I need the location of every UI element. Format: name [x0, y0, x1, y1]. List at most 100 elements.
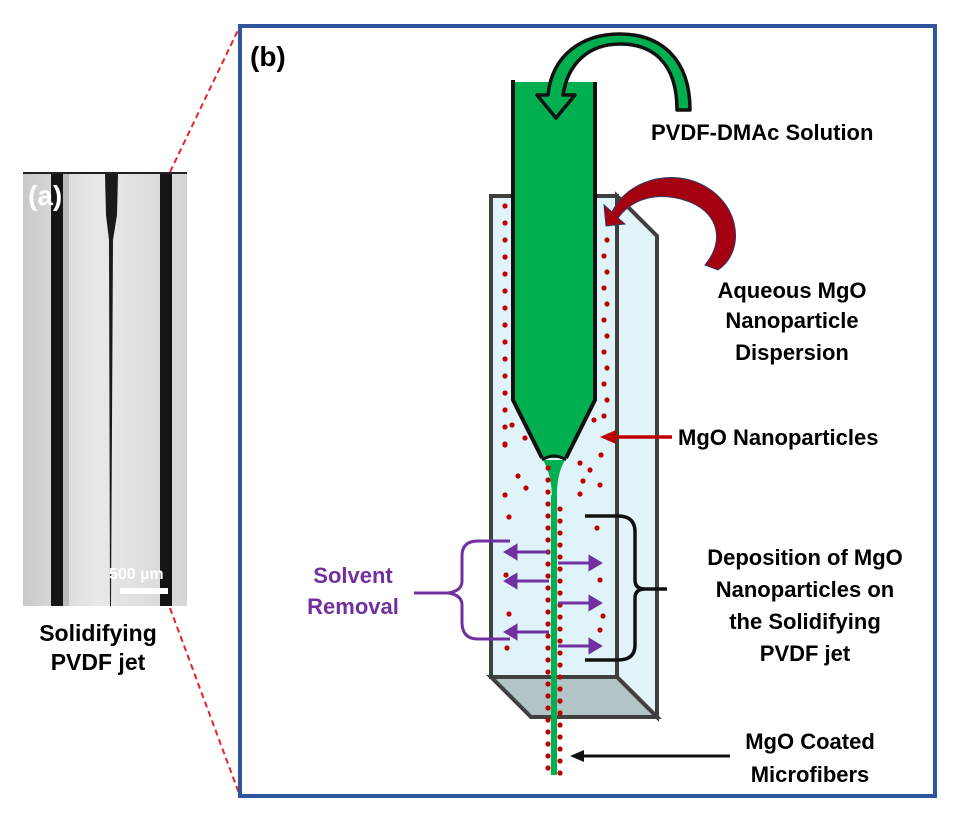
solvent-arrowhead-left-1	[503, 543, 518, 561]
solvent-arrowhead-right-1	[588, 554, 603, 572]
nanoparticle-dot	[604, 301, 610, 307]
nanoparticle-dot	[502, 424, 508, 430]
label-solvent-line-2: Removal	[307, 594, 399, 619]
nanoparticle-dot	[545, 753, 551, 759]
deposition-brace	[585, 514, 667, 662]
nanoparticle-dot	[502, 305, 508, 311]
nanoparticle-dot	[597, 627, 603, 633]
panel-a-label: (a)	[28, 180, 62, 211]
panel-b-label: (b)	[250, 41, 286, 72]
nanoparticle-dot	[557, 638, 563, 644]
nanoparticle-dot	[600, 613, 606, 619]
nanoparticles-pointer-arrowhead	[600, 430, 616, 444]
nanoparticle-dot	[597, 482, 603, 488]
nanoparticle-dot	[545, 477, 551, 483]
nanoparticle-dot	[557, 674, 563, 680]
nanoparticle-dot	[545, 657, 551, 663]
nanoparticle-dot	[557, 554, 563, 560]
nanoparticle-dot	[545, 633, 551, 639]
nanoparticle-dot	[502, 220, 508, 226]
nanoparticle-dot	[545, 501, 551, 507]
nanoparticle-dot	[506, 611, 512, 617]
nanoparticle-dot	[580, 478, 586, 484]
nanoparticle-dot	[545, 621, 551, 627]
nanoparticle-dot	[545, 741, 551, 747]
nanoparticle-dot	[557, 770, 563, 776]
solvent-removal-brace	[414, 539, 510, 641]
nanoparticle-dot	[557, 566, 563, 572]
nanoparticle-dot	[502, 356, 508, 362]
micrograph-image	[23, 173, 187, 606]
nanoparticle-dot	[601, 285, 607, 291]
nanoparticle-dot	[594, 525, 600, 531]
dispersion-arrow-icon	[603, 177, 736, 271]
nanoparticle-dot	[597, 577, 603, 583]
nanoparticle-dot	[557, 590, 563, 596]
nanoparticle-dot	[557, 746, 563, 752]
nanoparticle-dot	[557, 686, 563, 692]
nanoparticle-dot	[502, 322, 508, 328]
label-nanoparticles: MgO Nanoparticles	[678, 425, 878, 450]
nanoparticle-dot	[545, 525, 551, 531]
label-dispersion-line-2: Nanoparticle	[725, 308, 858, 333]
nanoparticle-dot	[577, 491, 583, 497]
nanoparticle-dot	[604, 237, 610, 243]
nanoparticle-dot	[545, 717, 551, 723]
nanoparticle-dot	[545, 537, 551, 543]
pvdf-nozzle	[511, 80, 597, 775]
solvent-arrowhead-left-3	[503, 623, 518, 641]
nanoparticle-dot	[557, 506, 563, 512]
caption-line-1: Solidifying	[39, 620, 157, 646]
nanoparticle-dot	[557, 530, 563, 536]
nanoparticle-dot	[545, 489, 551, 495]
nanoparticle-dot	[503, 572, 509, 578]
nanoparticle-dot	[502, 203, 508, 209]
scale-bar-label: 500 µm	[109, 566, 164, 583]
nanoparticle-dot	[604, 397, 610, 403]
nanoparticles	[502, 203, 610, 776]
nanoparticle-dot	[502, 271, 508, 277]
nozzle-body	[513, 82, 595, 458]
nanoparticle-dot	[601, 413, 607, 419]
nanoparticle-dot	[545, 561, 551, 567]
nanoparticle-dot	[545, 645, 551, 651]
label-pvdf-solution: PVDF-DMAc Solution	[651, 120, 873, 145]
nanoparticle-dot	[502, 237, 508, 243]
nozzle-tip	[105, 174, 118, 606]
nanoparticle-dot	[502, 492, 508, 498]
nanoparticle-dot	[577, 460, 583, 466]
nanoparticle-dot	[506, 514, 512, 520]
label-deposition-line-1: Deposition of MgO	[707, 545, 903, 570]
nanoparticle-dot	[545, 609, 551, 615]
nanoparticle-dot	[557, 518, 563, 524]
nanoparticle-dot	[557, 578, 563, 584]
nozzle-outline	[511, 80, 597, 459]
pvdf-jet	[551, 495, 557, 775]
nanoparticle-dot	[604, 269, 610, 275]
nanoparticle-dot	[502, 390, 508, 396]
nanoparticle-dot	[515, 473, 521, 479]
zoom-line-bottom	[169, 607, 241, 797]
nanoparticle-dot	[545, 597, 551, 603]
capillary-wall-left	[51, 174, 63, 606]
solvent-arrowhead-right-3	[588, 637, 603, 655]
nanoparticle-dot	[502, 442, 508, 448]
label-coated-line-1: MgO Coated	[745, 729, 875, 754]
nanoparticle-dot	[545, 585, 551, 591]
nanoparticle-dot	[591, 417, 597, 423]
nanoparticle-dot	[601, 381, 607, 387]
nanoparticle-dot	[502, 339, 508, 345]
capillary-wall-right	[160, 174, 172, 606]
nanoparticle-dot	[545, 465, 551, 471]
nanoparticle-dot	[523, 485, 529, 491]
nanoparticle-dot	[502, 407, 508, 413]
nanoparticle-dot	[604, 333, 610, 339]
cuvette-side-face	[615, 191, 659, 722]
nanoparticle-dot	[598, 452, 604, 458]
nanoparticle-dot	[557, 698, 563, 704]
label-dispersion-line-3: Dispersion	[735, 340, 849, 365]
nanoparticle-dot	[557, 722, 563, 728]
label-solvent-line-1: Solvent	[313, 563, 393, 588]
nanoparticle-dot	[557, 710, 563, 716]
